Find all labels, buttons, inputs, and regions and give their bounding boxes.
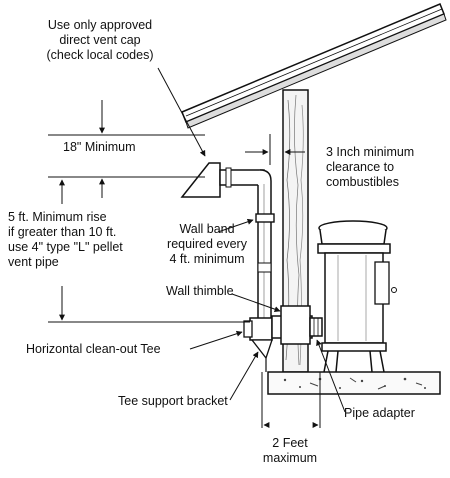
dimension-lines (48, 100, 321, 428)
floor-slab (267, 371, 441, 395)
pipe-joint (257, 262, 272, 273)
roof (181, 3, 447, 129)
pipe-adapter (309, 317, 323, 337)
clearance-label: 3 Inch minimum clearance to combustibles (326, 145, 415, 189)
cleanout-tee (243, 317, 273, 341)
vent-cap-label: Use only approved direct vent cap (check… (46, 18, 154, 62)
rise-label: 5 ft. Minimum rise if greater than 10 ft… (8, 210, 123, 269)
vent-pipe-vertical (257, 169, 272, 327)
wall-thimble-label: Wall thimble (166, 284, 234, 298)
pellet-stove (317, 220, 397, 373)
minimum-18-label: 18" Minimum (63, 140, 136, 154)
vent-cap (180, 162, 265, 198)
wall-band (255, 213, 275, 223)
tee-support-bracket (250, 339, 273, 372)
two-feet-label: 2 Feet maximum (262, 436, 318, 465)
wall-band-label: Wall band required every 4 ft. minimum (167, 222, 247, 266)
cleanout-tee-label: Horizontal clean-out Tee (26, 342, 161, 356)
wall-thimble (280, 305, 311, 345)
tee-support-label: Tee support bracket (118, 394, 228, 408)
leader-lines (157, 67, 346, 413)
pipe-adapter-label: Pipe adapter (344, 406, 415, 420)
